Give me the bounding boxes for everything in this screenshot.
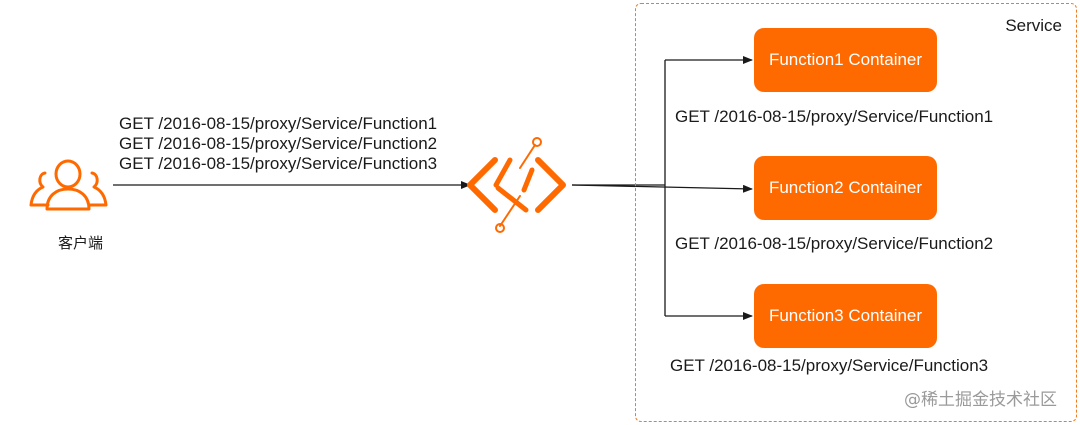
service-label: Service (1005, 16, 1062, 35)
function2-container[interactable]: Function2 Container (754, 156, 937, 220)
client-request-1: GET /2016-08-15/proxy/Service/Function1 (119, 114, 438, 133)
function3-request: GET /2016-08-15/proxy/Service/Function3 (670, 356, 989, 375)
client-request-3: GET /2016-08-15/proxy/Service/Function3 (119, 154, 438, 173)
function1-container[interactable]: Function1 Container (754, 28, 937, 92)
watermark: @稀土掘金技术社区 (904, 390, 1057, 410)
users-icon (29, 159, 108, 211)
client-label: 客户端 (58, 234, 104, 252)
bus-to-function2-arrow (571, 184, 753, 193)
service-boundary: Service (635, 3, 1077, 422)
api-gateway-icon (467, 137, 566, 233)
function2-request: GET /2016-08-15/proxy/Service/Function2 (675, 234, 994, 253)
client-request-2: GET /2016-08-15/proxy/Service/Function2 (119, 134, 438, 153)
function3-container[interactable]: Function3 Container (754, 284, 937, 348)
function1-request: GET /2016-08-15/proxy/Service/Function1 (675, 107, 994, 126)
